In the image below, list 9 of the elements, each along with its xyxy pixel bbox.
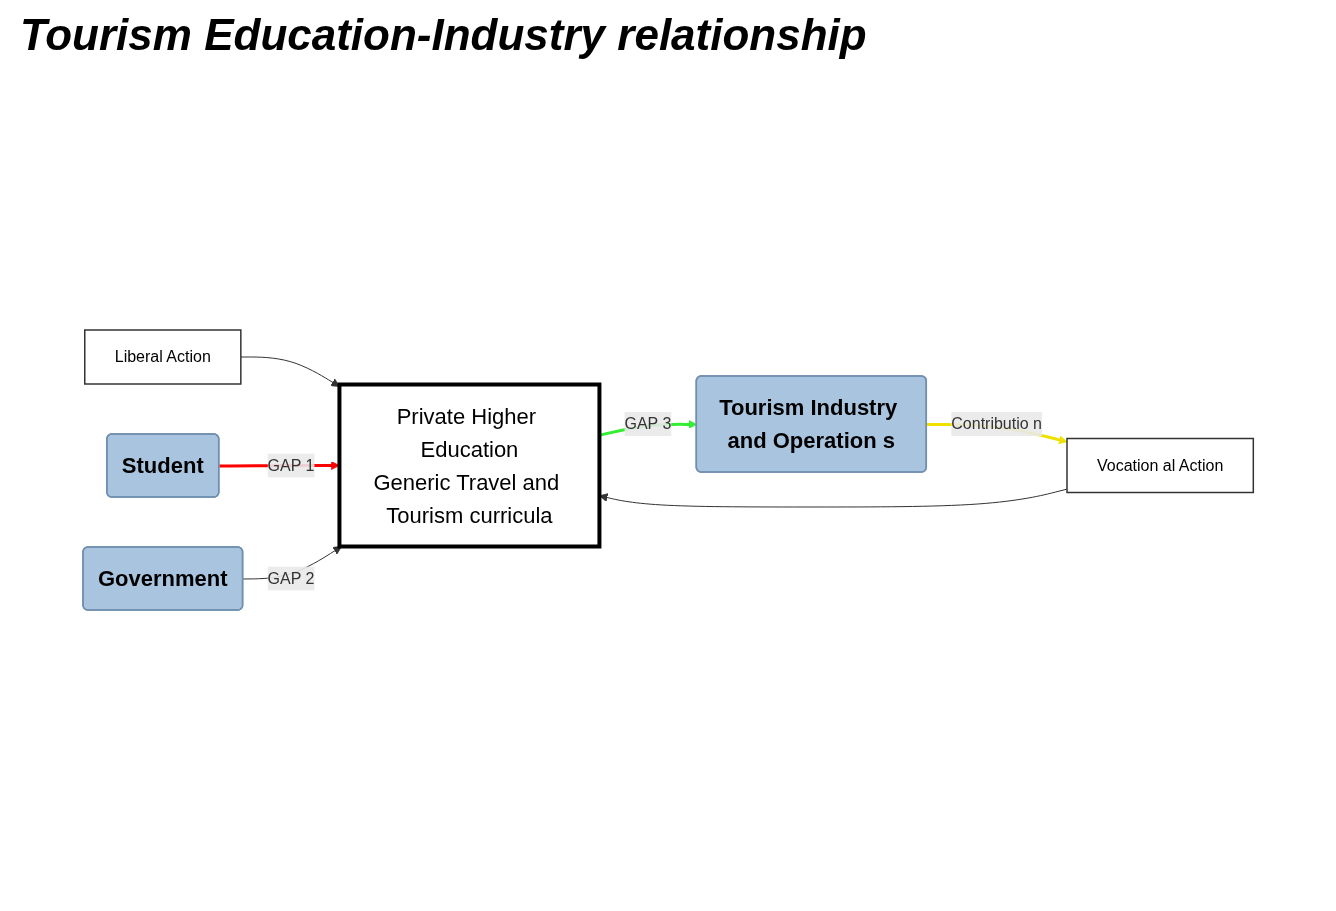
- diagram-title: Tourism Education-Industry relationship: [20, 10, 868, 60]
- arrow: [240, 356, 340, 387]
- edge-label: Contributio n: [951, 415, 1042, 432]
- edge-label: GAP 3: [624, 415, 672, 432]
- node-box: Private Higher Education Generic Travel and Tourism curricula: [337, 382, 602, 549]
- node-box: Vocation al Action: [1066, 437, 1254, 494]
- edge-label: GAP 1: [267, 456, 315, 474]
- node-box: Liberal Action: [83, 329, 242, 385]
- edge-label: GAP 2: [267, 569, 315, 587]
